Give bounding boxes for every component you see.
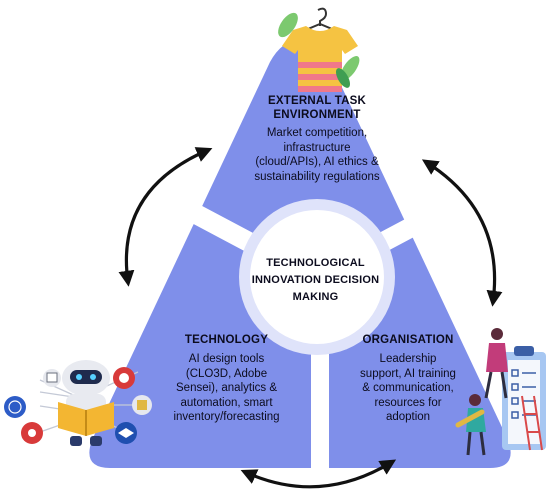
- center-title-line2: INNOVATION DECISION: [251, 274, 380, 286]
- tshirt-hanger-icon: [278, 7, 360, 92]
- external-heading-line2: ENVIRONMENT: [273, 109, 361, 121]
- external-body-line3: (cloud/APIs), AI ethics &: [255, 156, 379, 168]
- technology-heading: TECHNOLOGY: [184, 334, 269, 346]
- organisation-body: Leadership support, AI training & commun…: [343, 352, 473, 425]
- external-body: Market competition, infrastructure (clou…: [232, 126, 402, 184]
- organisation-heading: ORGANISATION: [362, 334, 454, 346]
- technology-body-line5: inventory/forecasting: [173, 411, 280, 423]
- technology-body: AI design tools (CLO3D, Adobe Sensei), a…: [154, 352, 299, 425]
- technology-section: TECHNOLOGY AI design tools (CLO3D, Adobe…: [154, 333, 299, 425]
- external-section: EXTERNAL TASK ENVIRONMENT Market competi…: [232, 94, 402, 184]
- arrow-right-top: [421, 159, 503, 307]
- team-checklist-icon: [455, 328, 546, 456]
- robot-reading-icon: [4, 360, 152, 446]
- external-body-line4: sustainability regulations: [254, 170, 380, 183]
- organisation-body-line2: support, AI training: [360, 367, 456, 380]
- organisation-body-line1: Leadership: [379, 353, 437, 365]
- organisation-body-line3: & communication,: [362, 382, 454, 394]
- organisation-body-line5: adoption: [385, 411, 431, 423]
- center-title-line1: TECHNOLOGICAL: [266, 257, 365, 269]
- organisation-body-line4: resources for: [374, 396, 442, 409]
- external-body-line1: Market competition,: [266, 127, 368, 139]
- external-heading: EXTERNAL TASK ENVIRONMENT: [232, 94, 402, 122]
- technology-body-line2: (CLO3D, Adobe: [185, 367, 268, 380]
- arrow-left-top: [118, 147, 213, 287]
- center-title: TECHNOLOGICAL INNOVATION DECISION MAKING: [243, 255, 388, 306]
- organisation-section: ORGANISATION Leadership support, AI trai…: [343, 333, 473, 425]
- divider-bottom: [311, 338, 329, 473]
- technology-body-line1: AI design tools: [188, 353, 265, 365]
- technology-body-line4: automation, smart: [180, 396, 273, 409]
- arrow-bottom: [240, 459, 397, 489]
- center-title-line3: MAKING: [292, 291, 339, 303]
- technology-body-line3: Sensei), analytics &: [176, 382, 277, 394]
- external-heading-line1: EXTERNAL TASK: [267, 95, 366, 107]
- external-body-line2: infrastructure: [283, 141, 351, 154]
- center-circle: [250, 210, 384, 344]
